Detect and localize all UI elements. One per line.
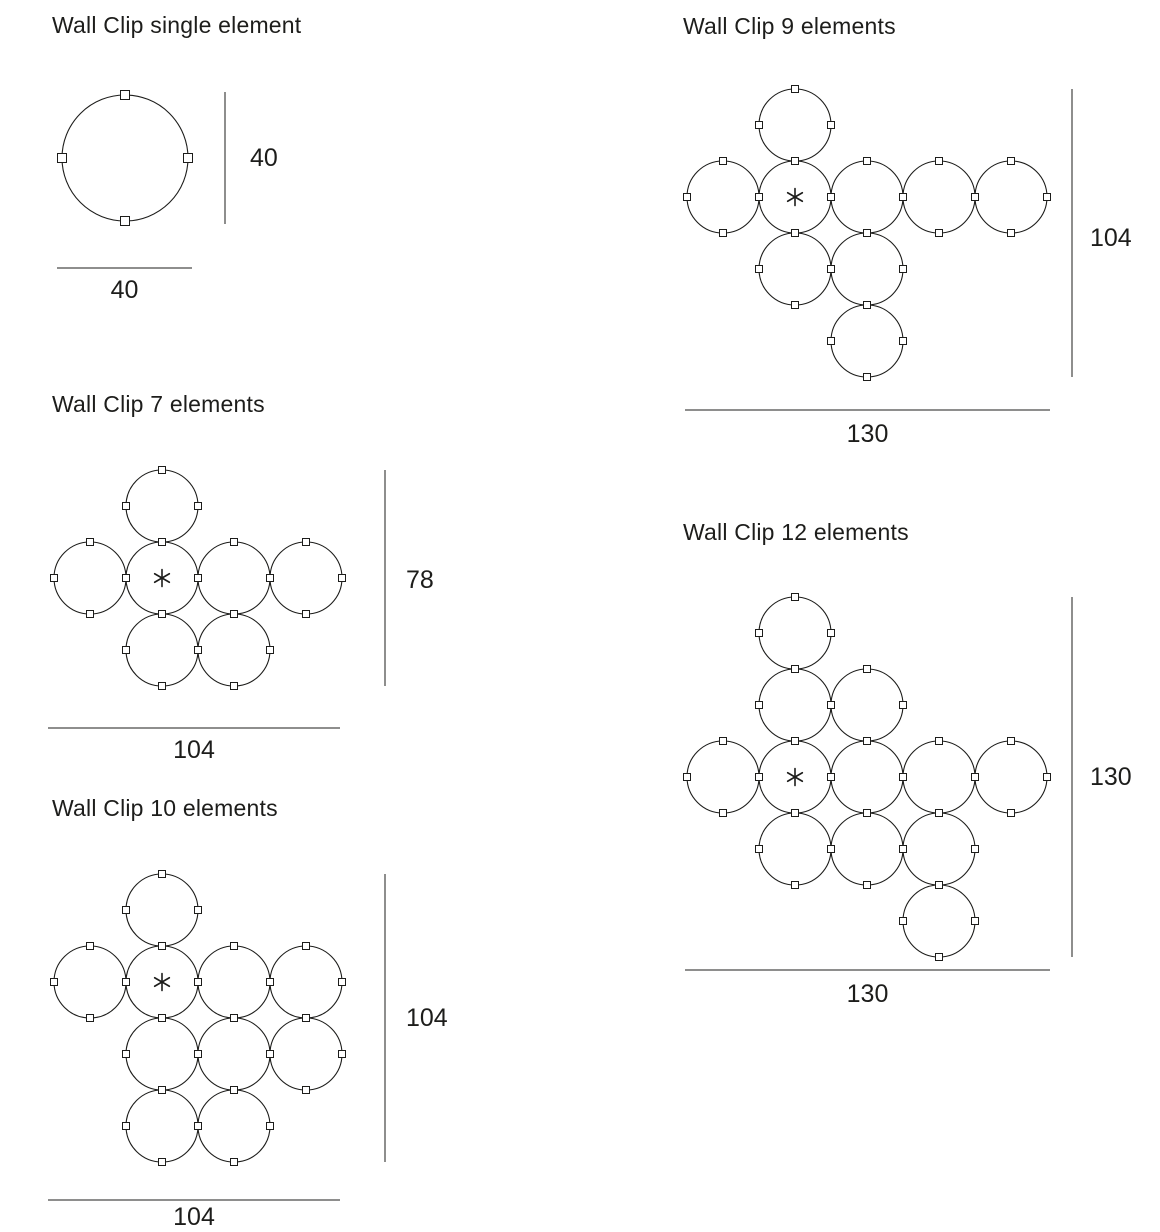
diagram-title-12-elements: Wall Clip 12 elements (683, 519, 909, 545)
diagram-title-7-elements: Wall Clip 7 elements (52, 391, 265, 417)
diagram-title-9-elements: Wall Clip 9 elements (683, 13, 896, 39)
width-dimension-single-element: 40 (110, 276, 139, 304)
height-dimension-9-elements: 104 (1090, 224, 1132, 252)
height-dimension-12-elements: 130 (1090, 763, 1132, 791)
diagram-title-10-elements: Wall Clip 10 elements (52, 795, 278, 821)
height-dimension-7-elements: 78 (406, 566, 434, 594)
width-dimension-9-elements: 130 (846, 420, 889, 448)
height-dimension-10-elements: 104 (406, 1004, 448, 1032)
diagram-title-single-element: Wall Clip single element (52, 12, 302, 38)
width-dimension-10-elements: 104 (173, 1203, 215, 1231)
width-dimension-12-elements: 130 (846, 980, 889, 1008)
width-dimension-7-elements: 104 (173, 736, 215, 764)
height-dimension-single-element: 40 (250, 144, 278, 172)
